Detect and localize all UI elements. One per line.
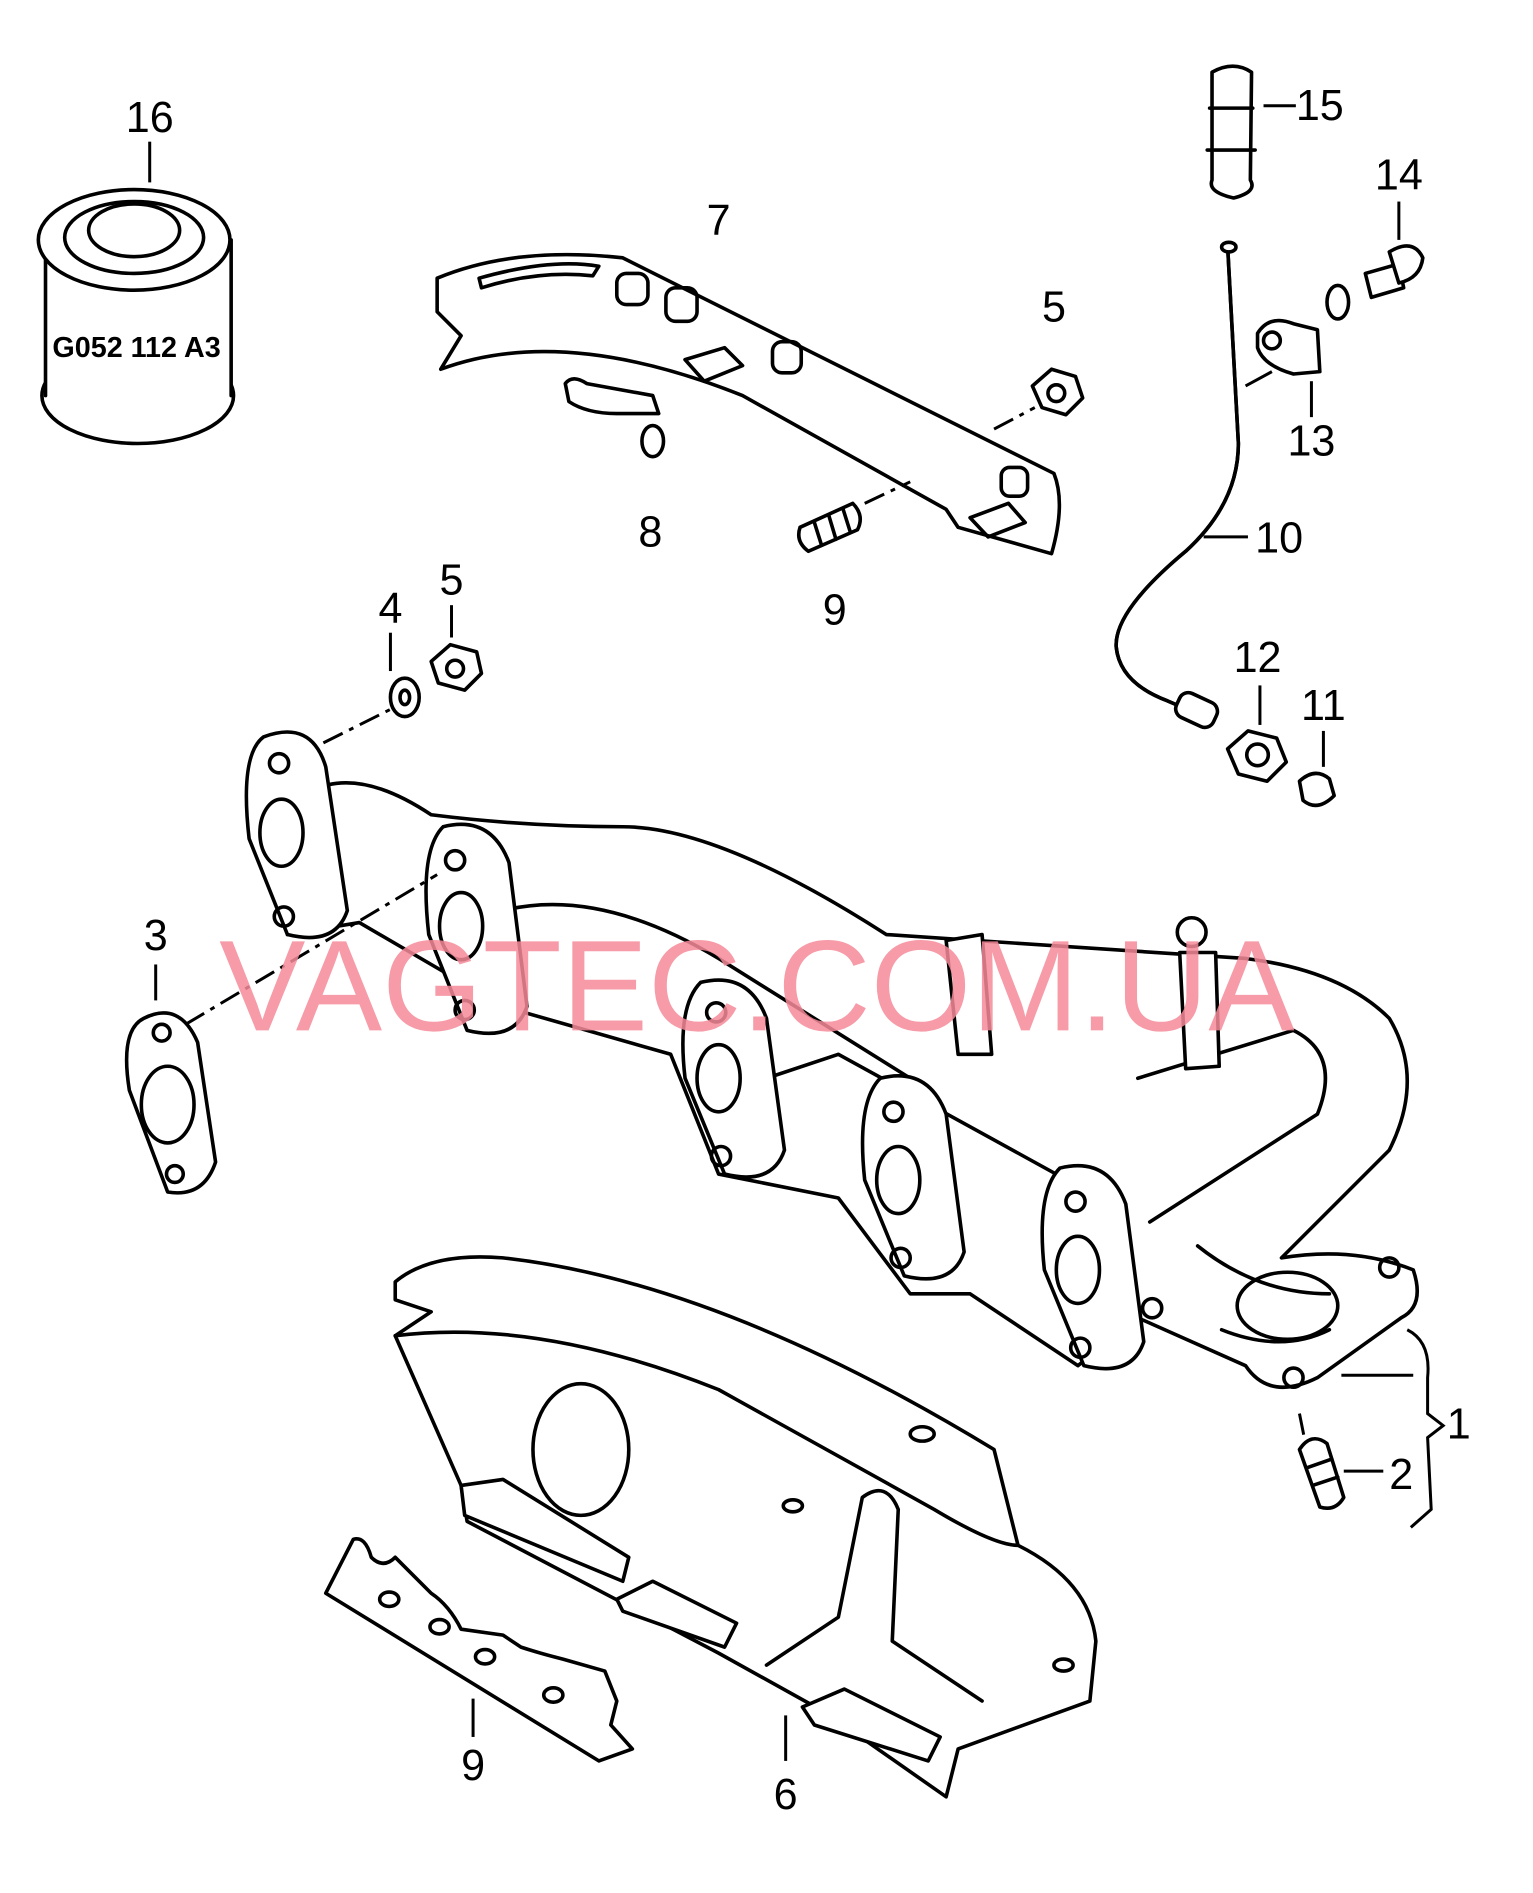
callout-11: 11: [1301, 682, 1346, 730]
callout-3: 3: [144, 912, 168, 960]
callout-9-lower: 9: [461, 1742, 485, 1790]
part-4-washer[interactable]: [388, 676, 421, 719]
callout-12: 12: [1234, 634, 1282, 682]
part-11-cap[interactable]: [1297, 771, 1336, 808]
part-5-nut[interactable]: [1030, 367, 1085, 417]
manifold-flange-1: [244, 730, 350, 940]
callout-5-lower: 5: [440, 556, 464, 604]
part-8-bracket[interactable]: [563, 377, 666, 459]
callout-14: 14: [1375, 152, 1423, 200]
part-16-canister[interactable]: G052 112 A3: [36, 187, 236, 446]
part-7-heat-shield[interactable]: [435, 252, 1062, 556]
callout-4: 4: [378, 585, 402, 633]
callout-1: 1: [1447, 1401, 1471, 1449]
callout-6: 6: [774, 1771, 798, 1819]
callout-8: 8: [638, 508, 662, 556]
callout-labels: 16 7 5 8 9 15 14 13 10 12 11 4 5 3 1 2 9…: [126, 82, 1471, 1819]
part-10-pipe[interactable]: [1114, 244, 1241, 721]
callout-2: 2: [1389, 1451, 1413, 1499]
manifold-flange-3: [681, 978, 787, 1179]
part-2-stud[interactable]: [1297, 1436, 1346, 1510]
part-6-heat-shield[interactable]: [393, 1255, 1098, 1799]
part-3-gasket[interactable]: [124, 1011, 218, 1195]
canister-marking: G052 112 A3: [52, 332, 220, 364]
watermark: VAGTEC.COM.UA: [219, 914, 1295, 1058]
part-13-clamp[interactable]: [1255, 318, 1322, 376]
callout-10: 10: [1255, 514, 1303, 562]
part-15-sensor[interactable]: [1205, 64, 1257, 200]
manifold-flange-5: [1040, 1163, 1146, 1371]
part-5-nut-lower[interactable]: [429, 642, 484, 692]
part-1-exhaust-manifold[interactable]: [244, 730, 1419, 1390]
callout-13: 13: [1287, 417, 1335, 465]
manifold-flange-2: [424, 822, 529, 1036]
part-9-gasket-plate[interactable]: [323, 1537, 635, 1763]
callout-7: 7: [707, 197, 731, 245]
part-14-bolt[interactable]: [1325, 244, 1425, 321]
part-9-stud[interactable]: [796, 501, 863, 554]
part-12-nut[interactable]: [1225, 729, 1289, 784]
callout-9: 9: [823, 586, 847, 634]
callout-15: 15: [1296, 82, 1344, 130]
callout-16: 16: [126, 94, 174, 142]
callout-5: 5: [1042, 283, 1066, 331]
manifold-flange-4: [860, 1074, 966, 1281]
